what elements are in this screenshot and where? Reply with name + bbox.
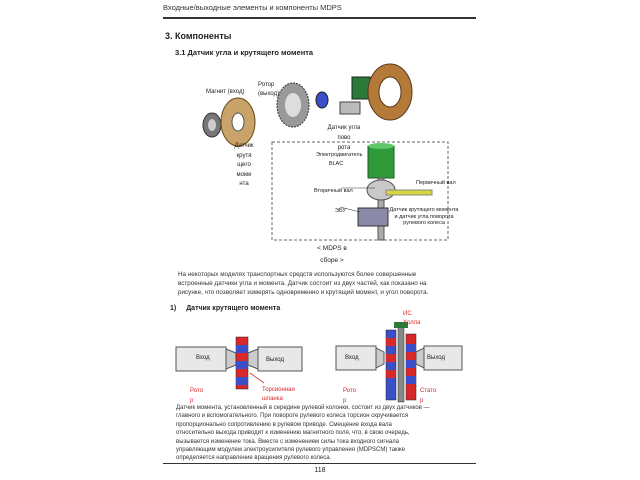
left-input-label: Вход (196, 355, 210, 361)
header-divider (163, 17, 476, 19)
page-number: 118 (314, 467, 326, 474)
torque-sensor-heading: 1) Датчик крутящего момента (170, 305, 281, 312)
left-rotor-label: Рото р (190, 388, 203, 404)
torque-diagram-left (174, 335, 304, 405)
label-torque-sensor: Датчик крутя щего моме нта (234, 143, 254, 187)
left-output-label: Выход (266, 357, 284, 363)
label-output: (выход) (258, 91, 280, 97)
label-sensor-assembly: Датчик крутящего момента и датчик угла п… (389, 207, 459, 226)
exploded-view-figure (190, 62, 450, 242)
label-rotor: Ротор (258, 82, 275, 88)
right-rotor-label: Рото р (343, 388, 356, 404)
subsection-title: 3.1 Датчик угла и крутящего момента (175, 48, 314, 57)
document-header-title: Входные/выходные элементы и компоненты M… (163, 3, 342, 12)
intro-paragraph: На некоторых моделях транспортных средст… (178, 271, 429, 297)
torque-diagram-right (334, 320, 464, 404)
left-torsion-label: Торсионная шпанка (262, 387, 295, 402)
footer-divider (163, 463, 476, 464)
figure-caption: < MDPS в сборе > (317, 245, 347, 264)
section-title: 3. Компоненты (165, 31, 232, 41)
right-stator-label: Стато р (420, 388, 437, 404)
right-output-label: Выход (427, 355, 445, 361)
label-magnet: Магнит (вход) (206, 89, 245, 95)
hall-ic-label: ИС Холла (403, 311, 421, 326)
right-input-label: Вход (345, 355, 359, 361)
exploded-view-drawing (202, 63, 449, 241)
torsion-bar-drawing (175, 336, 303, 390)
label-output-shaft: Вторичный вал (314, 188, 353, 194)
label-motor: Электродвигатель BLAC (316, 152, 363, 167)
description-paragraph: Датчик момента, установленный в середине… (176, 405, 430, 462)
hall-sensor-drawing (335, 322, 463, 403)
label-input-shaft: Первичный вал (416, 180, 456, 186)
label-angle-sensor: Датчик угла пово рота (327, 125, 361, 151)
label-ecu: ЭБУ (335, 208, 346, 214)
